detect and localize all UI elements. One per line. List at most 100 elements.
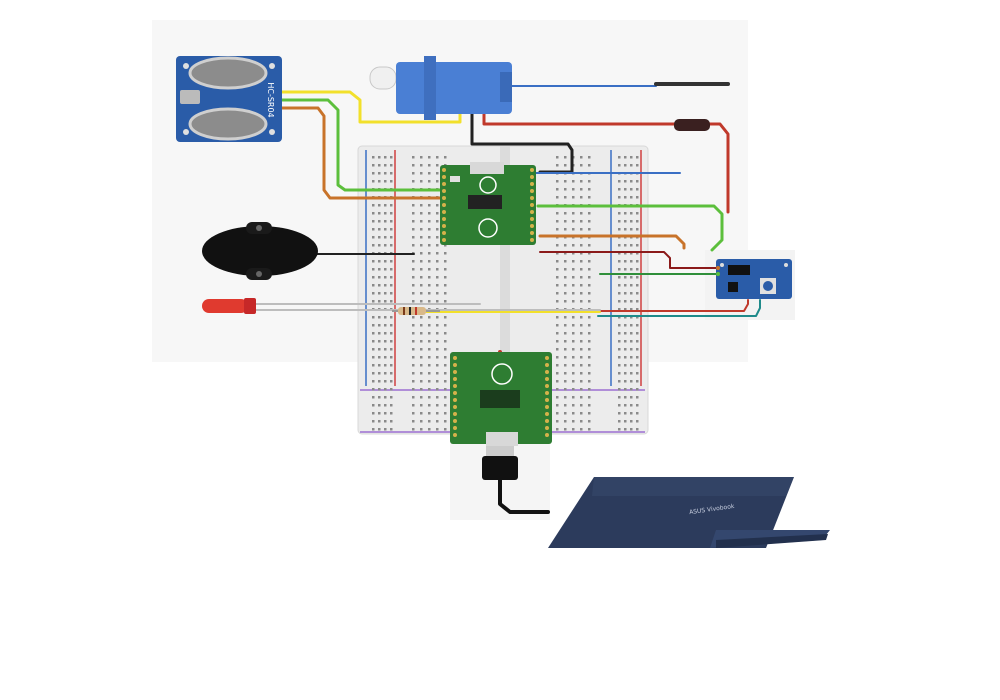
breadboard-hole [630,252,633,255]
pico-pin [545,363,549,367]
breadboard-hole [390,348,393,351]
breadboard-hole [428,156,431,159]
breadboard-hole [564,292,567,295]
breadboard-hole [390,372,393,375]
breadboard-hole [372,332,375,335]
breadboard-hole [436,204,439,207]
breadboard-hole [384,300,387,303]
breadboard-hole [384,292,387,295]
breadboard-hole [624,164,627,167]
servo-motor [369,56,512,120]
breadboard-hole [636,212,639,215]
breadboard-hole [420,236,423,239]
breadboard-hole [412,164,415,167]
breadboard-hole [618,268,621,271]
breadboard-hole [444,244,447,247]
breadboard-hole [390,180,393,183]
breadboard-hole [384,156,387,159]
breadboard-hole [624,340,627,343]
breadboard-hole [390,380,393,383]
breadboard-hole [588,252,591,255]
breadboard-hole [378,372,381,375]
breadboard-hole [572,260,575,263]
breadboard-hole [572,420,575,423]
resistor [392,307,440,315]
breadboard-hole [556,340,559,343]
wire-orange-module [538,234,686,250]
breadboard-hole [624,188,627,191]
breadboard-hole [630,284,633,287]
raspberry-pi-logo-icon [479,176,497,194]
breadboard-hole [378,332,381,335]
breadboard-hole [636,252,639,255]
breadboard-hole [624,348,627,351]
pico-pin [530,210,534,214]
breadboard-hole [564,380,567,383]
breadboard-hole [624,396,627,399]
breadboard-hole [428,172,431,175]
breadboard-hole [436,412,439,415]
breadboard-hole [588,388,591,391]
breadboard-hole [384,316,387,319]
breadboard-hole [412,428,415,431]
breadboard-hole [372,228,375,231]
breadboard-hole [412,180,415,183]
breadboard-hole [372,404,375,407]
breadboard-hole [588,292,591,295]
breadboard-hole [588,300,591,303]
breadboard-hole [556,212,559,215]
breadboard-hole [436,380,439,383]
breadboard-hole [444,268,447,271]
breadboard-hole [636,396,639,399]
breadboard-hole [618,292,621,295]
breadboard-hole [630,156,633,159]
breadboard-hole [588,260,591,263]
breadboard-hole [572,372,575,375]
breadboard-hole [624,228,627,231]
breadboard-hole [428,428,431,431]
breadboard-hole [444,300,447,303]
breadboard-hole [428,204,431,207]
pico-pin [442,168,446,172]
breadboard-hole [390,356,393,359]
breadboard-hole [636,340,639,343]
pico-pin [545,384,549,388]
breadboard-hole [624,156,627,159]
breadboard-hole [384,356,387,359]
breadboard-hole [618,428,621,431]
breadboard-hole [588,164,591,167]
breadboard-hole [630,268,633,271]
breadboard-hole [624,196,627,199]
breadboard-hole [372,180,375,183]
breadboard-hole [372,420,375,423]
breadboard-center-channel [500,146,510,434]
breadboard-hole [390,276,393,279]
breadboard-hole [372,316,375,319]
pico-pin [442,224,446,228]
pico-pin [442,182,446,186]
led [202,298,256,314]
breadboard-hole [378,212,381,215]
breadboard-hole [588,332,591,335]
breadboard-hole [444,396,447,399]
breadboard-hole [436,260,439,263]
breadboard-hole [580,404,583,407]
breadboard-hole [412,404,415,407]
breadboard-hole [372,260,375,263]
resistor-inline [674,119,710,131]
breadboard-hole [564,180,567,183]
breadboard-hole [556,332,559,335]
breadboard-hole [556,156,559,159]
potentiometer-module [716,259,792,299]
breadboard-hole [556,244,559,247]
breadboard-hole [378,228,381,231]
breadboard-hole [412,284,415,287]
breadboard-hole [436,244,439,247]
breadboard-hole [630,260,633,263]
breadboard-hole [624,356,627,359]
pico-pin [453,377,457,381]
breadboard-hole [624,244,627,247]
breadboard-hole [636,428,639,431]
breadboard-hole [372,356,375,359]
breadboard-hole [420,420,423,423]
